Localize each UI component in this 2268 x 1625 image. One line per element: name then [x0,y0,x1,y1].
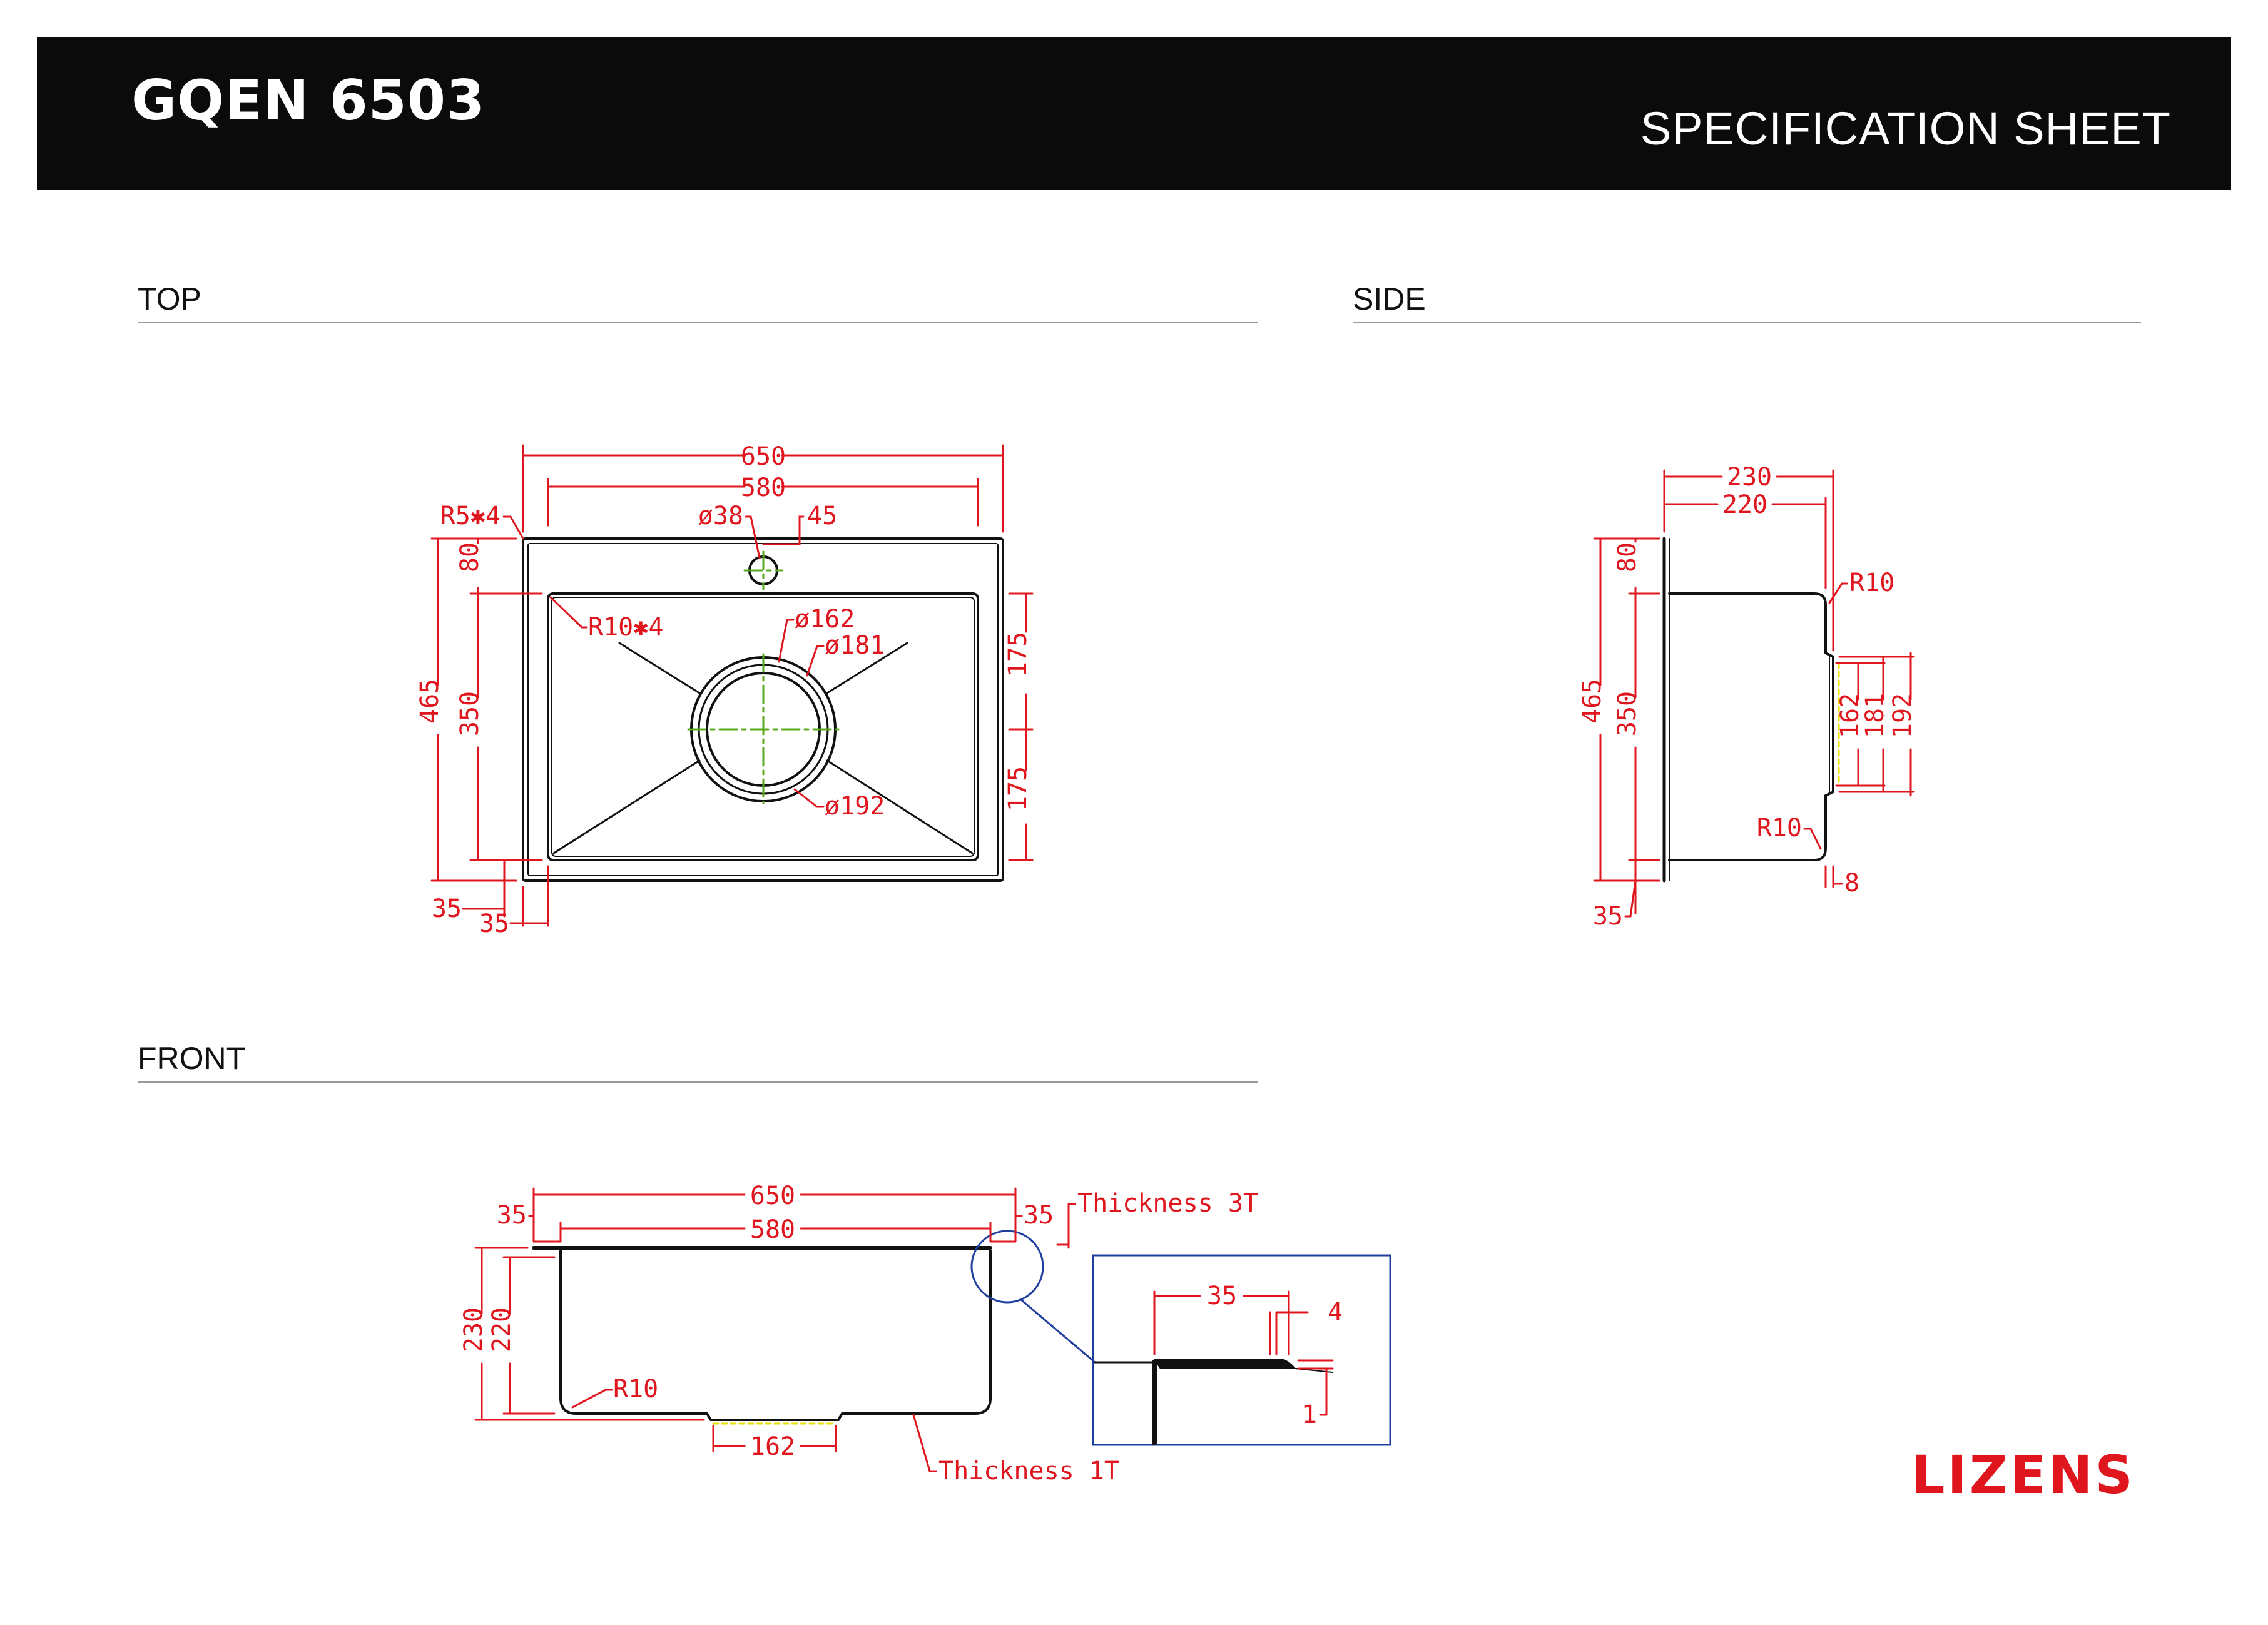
dim-front-35-right: 35 [1024,1201,1054,1230]
top-dimension-lines [430,444,1034,927]
side-dimension-labels: 230 220 R10 R10 162 181 192 8 465 80 350… [1578,463,1917,931]
dim-side-r10-top: R10 [1849,569,1894,597]
section-rule-front [138,1081,1258,1083]
dim-top-175-lower: 175 [1004,766,1032,811]
dim-side-465: 465 [1578,679,1607,724]
dim-front-thickness-3t: Thickness 3T [1077,1189,1258,1218]
dim-top-tap-offset: 45 [807,502,837,530]
dim-detail-35: 35 [1207,1282,1237,1310]
detail-callout-leader [1020,1298,1096,1364]
top-view: 650 580 ø38 45 R5✱4 R10✱4 ø162 ø181 ø192… [415,442,1034,938]
section-title-side: SIDE [1353,281,1426,316]
dim-top-d162: ø162 [795,605,855,634]
brand-logo: LIZENS [1911,1444,2135,1506]
dim-front-230: 230 [459,1307,488,1352]
dim-detail-4: 4 [1328,1298,1343,1327]
section-rule-side [1353,322,2141,323]
bowl-floor-edge [551,597,975,857]
dim-side-162: 162 [1836,693,1864,738]
detail-border [1092,1254,1391,1446]
dim-top-tap: ø38 [698,502,743,530]
side-outline [1662,537,1834,883]
bowl-slope-lines [552,642,974,854]
dim-top-35-side: 35 [479,909,509,938]
dim-side-181: 181 [1861,693,1889,738]
center-lines [687,550,840,804]
dim-side-8: 8 [1844,869,1859,898]
side-dimension-lines [1593,469,1915,918]
dim-side-220: 220 [1722,490,1767,519]
dim-side-192: 192 [1888,693,1917,738]
front-dimension-labels: 650 580 35 35 Thickness 3T 230 220 R10 1… [459,1182,1258,1486]
dim-top-35-front: 35 [432,894,462,923]
dim-detail-1: 1 [1302,1400,1317,1429]
dim-top-r5: R5✱4 [440,502,501,530]
header-bar: GQEN 6503 SPECIFICATION SHEET [37,37,2231,190]
side-view: 230 220 R10 R10 162 181 192 8 465 80 350… [1578,463,1917,931]
detail-view: 35 4 1 [1092,1254,1391,1446]
sink-deck-outline [522,537,1004,882]
dim-top-r10: R10✱4 [588,613,663,642]
dim-front-220: 220 [487,1307,516,1352]
dim-top-650: 650 [741,442,786,471]
dim-side-r10-bottom: R10 [1757,814,1802,843]
dim-front-650: 650 [750,1182,795,1210]
dim-top-d192: ø192 [825,792,885,821]
detail-outline [1094,1359,1333,1445]
dim-front-thickness-1t: Thickness 1T [938,1457,1119,1486]
dim-side-80: 80 [1613,542,1642,572]
document-type: SPECIFICATION SHEET [1640,103,2171,154]
dim-front-580: 580 [750,1215,795,1244]
dim-front-r10: R10 [613,1375,658,1404]
section-rule-top [138,322,1258,323]
section-title-top: TOP [138,281,201,316]
dim-top-350: 350 [455,691,484,736]
dim-top-80: 80 [455,542,484,572]
detail-dimension-labels: 35 4 1 [1207,1282,1343,1429]
dim-side-35: 35 [1593,902,1623,931]
top-dimension-labels: 650 580 ø38 45 R5✱4 R10✱4 ø162 ø181 ø192… [415,442,1032,938]
front-outline [532,1246,992,1421]
front-dimension-lines [474,1187,1076,1472]
section-title-front: FRONT [138,1041,246,1076]
dim-front-35-left: 35 [497,1201,527,1230]
dim-top-580: 580 [741,473,786,502]
model-title: GQEN 6503 [131,68,486,133]
dim-top-175-upper: 175 [1004,632,1032,677]
dim-side-350: 350 [1613,691,1642,736]
front-view: 650 580 35 35 Thickness 3T 230 220 R10 1… [459,1182,1258,1486]
detail-callout-circle [970,1230,1044,1304]
dim-top-d181: ø181 [825,631,885,660]
bowl-outline [547,592,979,861]
dim-side-230: 230 [1727,463,1772,492]
detail-dimension-lines [1153,1290,1334,1416]
dim-top-465: 465 [415,679,444,724]
dim-front-162: 162 [750,1432,795,1461]
